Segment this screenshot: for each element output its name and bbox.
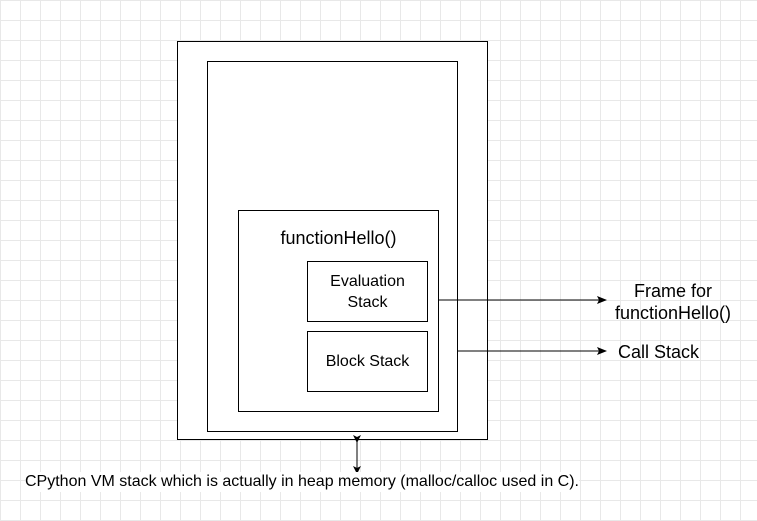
frame-label-line2: functionHello() [614,303,732,323]
frame-label-line1: Frame for [633,281,712,301]
function-label: functionHello() [280,227,397,248]
block-stack-label: Block Stack [325,353,410,370]
evaluation-stack-label-line2: Stack [347,293,388,311]
block-stack-box: Block Stack [307,331,428,392]
call-stack-label: Call Stack [618,342,700,362]
frame-label: Frame for functionHello() [603,280,743,324]
evaluation-stack-label-line1: Evaluation [330,272,405,290]
evaluation-stack-box: Evaluation Stack [307,261,428,322]
vm-stack-caption: CPython VM stack which is actually in he… [25,472,579,492]
